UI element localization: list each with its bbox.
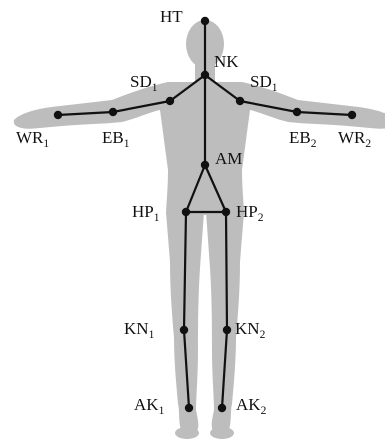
label-kn2: KN2	[235, 319, 266, 341]
joint-wr2	[348, 111, 356, 119]
label-sd2-subscript: 1	[272, 82, 278, 94]
torso-arms-shape	[14, 82, 385, 215]
label-hp1-text: HP	[132, 202, 154, 221]
joint-kn2	[223, 326, 231, 334]
joint-am	[201, 161, 209, 169]
label-hp2-text: HP	[236, 202, 258, 221]
joint-kn1	[180, 326, 188, 334]
label-hp1-subscript: 1	[154, 212, 160, 224]
label-sd1-text: SD	[130, 72, 152, 91]
label-eb2: EB2	[289, 128, 317, 150]
right-foot-shape	[210, 427, 234, 439]
label-sd1: SD1	[130, 72, 158, 94]
label-ak1-text: AK	[134, 395, 159, 414]
label-wr1: WR1	[16, 128, 49, 150]
body-silhouette	[14, 20, 385, 439]
label-wr2-subscript: 2	[365, 138, 371, 150]
label-eb1-subscript: 1	[124, 138, 130, 150]
left-foot-shape	[175, 427, 199, 439]
joint-eb2	[293, 108, 301, 116]
label-ak1: AK1	[134, 395, 165, 417]
joint-ht	[201, 17, 209, 25]
label-kn1-text: KN	[124, 319, 149, 338]
label-kn2-subscript: 2	[260, 329, 266, 341]
label-ak2-subscript: 2	[261, 405, 267, 417]
label-hp2-subscript: 2	[258, 212, 264, 224]
label-ak2-text: AK	[236, 395, 261, 414]
label-wr2: WR2	[338, 128, 371, 150]
joint-ak1	[185, 404, 193, 412]
joint-ak2	[218, 404, 226, 412]
label-ak1-subscript: 1	[159, 405, 165, 417]
label-eb2-text: EB	[289, 128, 311, 147]
label-ht-text: HT	[160, 7, 183, 26]
label-ht: HT	[160, 7, 183, 26]
label-eb2-subscript: 2	[311, 138, 317, 150]
label-nk: NK	[214, 52, 239, 71]
joint-wr1	[54, 111, 62, 119]
joint-nk	[201, 71, 209, 79]
label-kn1: KN1	[124, 319, 155, 341]
joint-sd1	[166, 97, 174, 105]
bone-hp2-kn2	[226, 212, 227, 330]
label-ak2: AK2	[236, 395, 267, 417]
label-eb1: EB1	[102, 128, 130, 150]
label-eb1-text: EB	[102, 128, 124, 147]
joint-sd2	[236, 97, 244, 105]
label-wr1-subscript: 1	[43, 138, 49, 150]
label-kn2-text: KN	[235, 319, 260, 338]
joint-hp2	[222, 208, 230, 216]
label-sd2-text: SD	[250, 72, 272, 91]
label-wr1-text: WR	[16, 128, 44, 147]
label-sd1-subscript: 1	[152, 82, 158, 94]
label-nk-text: NK	[214, 52, 239, 71]
label-hp2: HP2	[236, 202, 264, 224]
label-am: AM	[215, 149, 242, 168]
label-kn1-subscript: 1	[149, 329, 155, 341]
label-hp1: HP1	[132, 202, 160, 224]
label-sd2: SD1	[250, 72, 278, 94]
label-wr2-text: WR	[338, 128, 366, 147]
joint-eb1	[109, 108, 117, 116]
joint-hp1	[182, 208, 190, 216]
label-am-text: AM	[215, 149, 242, 168]
